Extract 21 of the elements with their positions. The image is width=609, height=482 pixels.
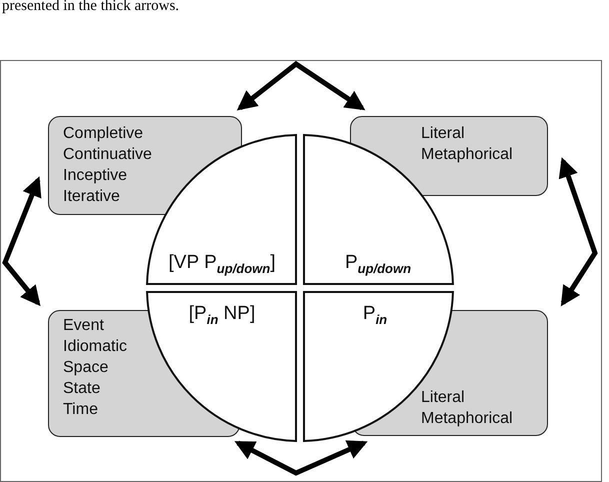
category-text: Time	[63, 400, 98, 420]
quadrant-text: [VP P$_{up/down}$]	[168, 252, 276, 276]
category-text: Metaphorical	[421, 409, 513, 429]
quadrant-text: [P$_{in}$ NP]	[188, 303, 256, 327]
category-text: Space	[63, 358, 108, 378]
category-text: State	[63, 379, 100, 399]
category-text: Idiomatic	[63, 337, 128, 357]
category-text: Inceptive	[63, 166, 128, 186]
quadrant-text: P$_{up/down}$	[344, 252, 412, 276]
category-text: Metaphorical	[421, 145, 513, 165]
double-arrow	[558, 157, 598, 306]
category-text: Iterative	[63, 187, 120, 207]
double-arrow	[2, 176, 42, 306]
double-arrow	[236, 60, 366, 110]
category-text: Completive	[63, 124, 144, 144]
category-text: Literal	[421, 388, 465, 408]
category-text: Literal	[421, 124, 465, 144]
quadrant-text: P$_{in}$	[362, 303, 388, 327]
double-arrow	[234, 440, 368, 476]
category-text: Continuative	[63, 145, 152, 165]
category-text: Event	[63, 316, 104, 336]
